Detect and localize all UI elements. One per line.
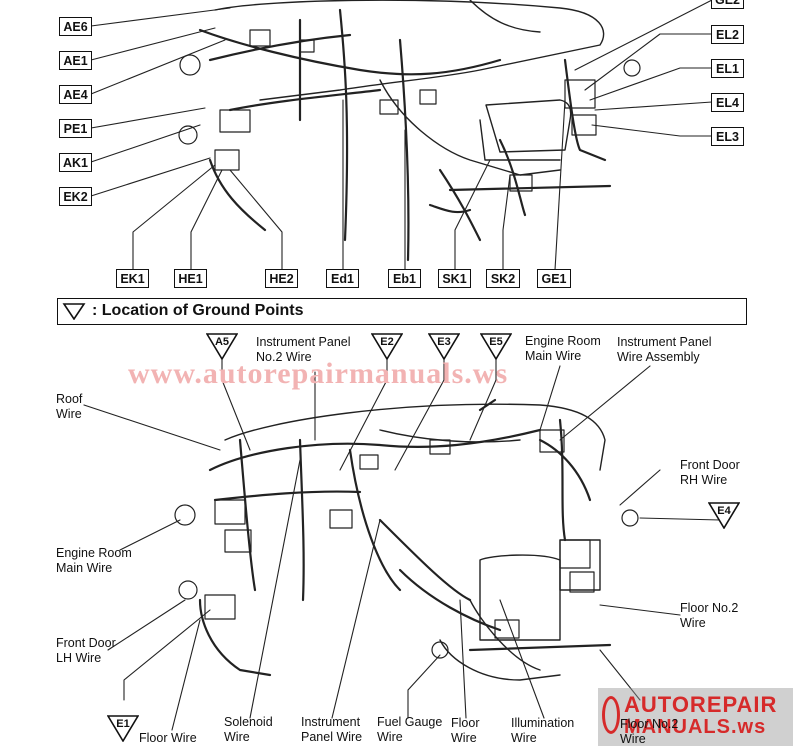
connector-code-AE4: AE4: [59, 85, 92, 104]
watermark-text: www.autorepairmanuals.ws: [128, 357, 509, 390]
label-solenoid-wire: Solenoid Wire: [224, 715, 273, 744]
connector-code-GE1: GE1: [537, 269, 571, 288]
connector-code-GE2: GE2: [711, 0, 744, 9]
badge-line2: MANUALS.ws: [624, 716, 767, 738]
label-front-door-rh-wire: Front Door RH Wire: [680, 458, 740, 487]
ground-triangle-icon: [708, 502, 740, 529]
lower-harness-bundles: [198, 398, 612, 677]
connector-code-EL2: EL2: [711, 25, 744, 44]
label-floor-no2-wire-right: Floor No.2 Wire: [680, 601, 739, 630]
label-engine-room-main-wire-top: Engine Room Main Wire: [525, 334, 601, 363]
upper-dashboard-outline: [214, 0, 605, 176]
ground-triangle-icon: [480, 333, 512, 360]
ground-triangle-icon: [371, 333, 403, 360]
section-title: : Location of Ground Points: [92, 302, 304, 319]
connector-code-EL1: EL1: [711, 59, 744, 78]
connector-code-EK2: EK2: [59, 187, 92, 206]
upper-harness-bundles: [198, 8, 612, 262]
lower-dashboard-outline: [224, 403, 606, 681]
lower-connectors: [174, 429, 639, 659]
label-instrument-panel-no2-wire: Instrument Panel No.2 Wire: [256, 335, 351, 364]
ground-point-label: E3: [437, 336, 451, 348]
label-fuel-gauge-wire: Fuel Gauge Wire: [377, 715, 443, 744]
ground-triangle-icon: [107, 715, 139, 742]
connector-code-Eb1: Eb1: [388, 269, 421, 288]
upper-bottom-leaders: [132, 99, 566, 271]
ground-point-E5: E5: [480, 333, 512, 360]
connector-code-EL3: EL3: [711, 127, 744, 146]
ground-point-triangle-icon: [62, 303, 86, 320]
connector-code-Ed1: Ed1: [326, 269, 359, 288]
ground-point-E2: E2: [371, 333, 403, 360]
connector-code-SK1: SK1: [438, 269, 471, 288]
label-front-door-lh-wire: Front Door LH Wire: [56, 636, 116, 665]
upper-left-leaders: [90, 7, 231, 197]
ground-point-label: A5: [214, 336, 230, 348]
label-instrument-panel-wire-assembly: Instrument Panel Wire Assembly: [617, 335, 712, 364]
ground-point-label: E2: [380, 336, 394, 348]
connector-code-AK1: AK1: [59, 153, 92, 172]
ground-points-section-header: : Location of Ground Points: [57, 298, 747, 325]
label-floor-wire-left: Floor Wire: [139, 731, 197, 745]
connector-code-SK2: SK2: [486, 269, 520, 288]
upper-connectors: [178, 29, 641, 192]
connector-code-HE1: HE1: [174, 269, 207, 288]
ground-triangle-icon: [428, 333, 460, 360]
label-illumination-wire: Illumination Wire: [511, 716, 575, 745]
connector-code-EK1: EK1: [116, 269, 149, 288]
ground-point-E3: E3: [428, 333, 460, 360]
label-instrument-panel-wire: Instrument Panel Wire: [301, 715, 363, 744]
label-engine-room-main-wire-left: Engine Room Main Wire: [56, 546, 132, 575]
ground-point-E4: E4: [708, 502, 740, 529]
connector-code-EL4: EL4: [711, 93, 744, 112]
badge-line1: AUTOREPAIR: [624, 692, 778, 717]
lower-leaders: [83, 357, 721, 731]
connector-code-PE1: PE1: [59, 119, 92, 138]
connector-code-HE2: HE2: [265, 269, 298, 288]
connector-code-AE6: AE6: [59, 17, 92, 36]
badge-logo-icon: [602, 696, 620, 734]
connector-code-AE1: AE1: [59, 51, 92, 70]
label-floor-no2-wire-bottom: Floor No.2 Wire: [620, 717, 679, 746]
ground-triangle-icon: [206, 333, 238, 360]
site-badge: AUTOREPAIR MANUALS.ws: [598, 688, 793, 746]
label-roof-wire: Roof Wire: [56, 392, 83, 421]
ground-point-A5: A5: [206, 333, 238, 360]
ground-point-label: E1: [116, 718, 130, 730]
ground-point-E1: E1: [107, 715, 139, 742]
ground-point-label: E5: [489, 336, 503, 348]
ground-point-label: E4: [717, 505, 731, 517]
upper-right-leaders: [574, 0, 713, 137]
label-floor-wire-bottom: Floor Wire: [451, 716, 480, 745]
